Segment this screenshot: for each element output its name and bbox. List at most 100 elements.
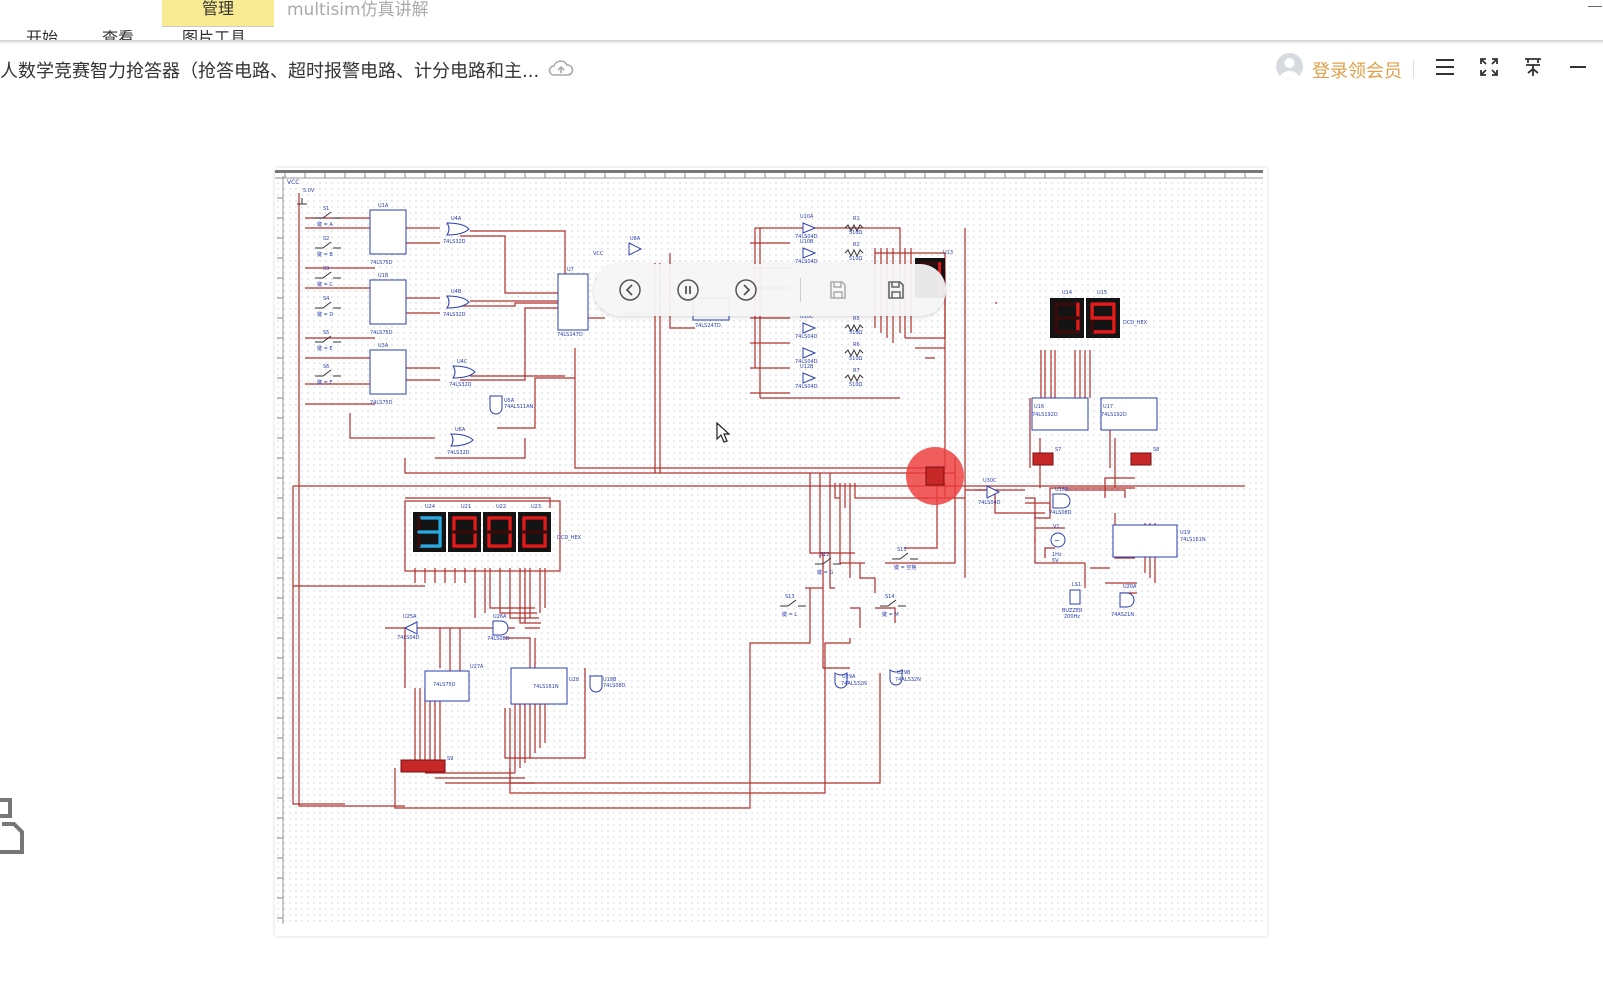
previous-icon[interactable] xyxy=(618,278,642,302)
or-gate-label-u4c: U4C xyxy=(457,359,468,365)
switch-label-s2: S2 xyxy=(323,236,329,242)
u19-part: 74LS161N xyxy=(1180,537,1206,543)
u29a-part: 74ALS32N xyxy=(841,681,867,687)
resistor-label-r1: R1 xyxy=(853,216,860,222)
u19-label: U19 xyxy=(1180,530,1190,536)
switch-key-s12: 键 = G xyxy=(817,569,833,576)
switch-label-s15: S15 xyxy=(897,547,907,553)
viewer-titlebar xyxy=(0,44,1603,92)
minimize-icon[interactable] xyxy=(1566,55,1590,79)
u29b-label: U29B xyxy=(897,670,911,676)
u18a-part: 74LS08D xyxy=(1049,510,1072,516)
or-gate-label-u6a: U6A xyxy=(455,427,466,433)
save-as-icon[interactable] xyxy=(884,278,908,302)
ribbon-shadow xyxy=(0,40,1603,44)
nand-gate-u5a: U5A 74ALS11AN xyxy=(489,395,534,415)
buzzer-freq: 200Hz xyxy=(1064,614,1080,620)
u27a-part: 74LS75D xyxy=(433,682,456,688)
lower-logic: U25A 74LS04D U26A 74LS08D U27A 74LS75D U… xyxy=(397,614,921,773)
u22-label: U22 xyxy=(496,504,506,510)
display-u14-u15: U14 U15 DCD_HEX xyxy=(1050,290,1148,338)
s9-label: S9 xyxy=(447,756,453,762)
u21-label: U21 xyxy=(461,504,471,510)
switch-label-s12: S12 xyxy=(820,552,830,558)
u25a-part: 74LS04D xyxy=(397,635,420,641)
ribbon-tab-view[interactable]: 查看 xyxy=(102,30,135,42)
u27a-label: U27A xyxy=(470,664,484,670)
ls1-label: LS1 xyxy=(1072,582,1081,588)
buffer-label-u10c: U10C xyxy=(800,314,814,320)
or-gate-part-u4a: 74LS32D xyxy=(443,239,466,245)
switch-key-s13: 键 = L xyxy=(782,611,797,618)
decoder-part: 74LS247D xyxy=(695,323,721,329)
switch-label-s3: S3 xyxy=(323,266,329,272)
u24-label: U24 xyxy=(425,504,435,510)
resistor-label-r5: R5 xyxy=(853,316,860,322)
menu-icon[interactable] xyxy=(1433,55,1457,79)
switch-label-s1: S1 xyxy=(323,206,329,212)
u13-label: U13 xyxy=(943,250,953,256)
ribbon-tab-picture-tools[interactable]: 图片工具 xyxy=(182,30,247,42)
latch-label-u3a: U3A xyxy=(378,343,389,349)
switch-key-s2: 键 = B xyxy=(317,251,333,258)
fullscreen-icon[interactable] xyxy=(1477,55,1501,79)
pause-icon[interactable] xyxy=(676,278,700,302)
vcc-label: VCC xyxy=(287,179,299,186)
buzzer-name: BUZZER xyxy=(1062,608,1083,614)
v1-label: V1 xyxy=(1053,524,1060,530)
buffer-part-1: 74LS04D xyxy=(795,259,818,265)
u23-label: U23 xyxy=(531,504,541,510)
switch-label-s4: S4 xyxy=(323,296,329,302)
u29b-part: 74ALS32N xyxy=(895,677,921,683)
or-gate-label-u4a: U4A xyxy=(451,216,462,222)
ribbon-bar: 管理 multisim仿真讲解 开始 查看 图片工具 xyxy=(0,0,1603,42)
dip-switch-s7 xyxy=(1032,452,1054,466)
dip-switch-s9 xyxy=(400,759,446,773)
u15-label: U15 xyxy=(1097,290,1107,296)
resistor-label-r6: R6 xyxy=(853,342,860,348)
u18b-part: 74LS08D xyxy=(603,683,626,689)
s8-label: S8 xyxy=(1153,447,1159,453)
resistor-value-r6: 510Ω xyxy=(849,356,863,362)
score-display-panel: U24 U21 U22 U23 DCD_HEX xyxy=(404,500,582,572)
ribbon-tab-manage[interactable]: 管理 xyxy=(162,0,274,26)
dip-switch-highlighted xyxy=(925,466,945,486)
buffer-part-4: 74LS04D xyxy=(795,384,818,390)
next-icon[interactable] xyxy=(734,278,758,302)
u18a-label: U18A xyxy=(1055,487,1069,493)
u5a-part: 74ALS11AN xyxy=(504,404,534,410)
vcc-label-2: VCC xyxy=(593,251,604,257)
or-gate-label-u4b: U4B xyxy=(451,289,462,295)
login-member-link[interactable]: 登录领会员 xyxy=(1312,61,1402,82)
u28-label: U28 xyxy=(569,677,579,683)
timer-logic: U30C 74LS04D U18A 74LS08D ~ V1 1Hz 5V U1… xyxy=(978,478,1206,620)
document-title: 人数学竞赛智力抢答器（抢答电路、超时报警电路、计分电路和主... xyxy=(0,61,540,82)
switch-label-s6: S6 xyxy=(323,364,329,370)
or-gate-part-u4c: 74LS32D xyxy=(449,382,472,388)
svg-text:~: ~ xyxy=(1054,537,1060,545)
buffers-and-resistors: 74LS04D74LS04D74LS04D74LS04D74LS04DU10AU… xyxy=(795,214,864,390)
ribbon-tab-home[interactable]: 开始 xyxy=(26,30,59,42)
switch-label-s14: S14 xyxy=(885,594,895,600)
score-part: DCD_HEX xyxy=(557,535,582,541)
u25a-label: U25A xyxy=(403,614,417,620)
cloud-upload-icon[interactable] xyxy=(548,58,574,78)
user-icon xyxy=(1279,58,1300,80)
switch-key-s14: 键 = M xyxy=(882,611,899,618)
pin-icon[interactable] xyxy=(1521,55,1545,79)
avatar[interactable] xyxy=(1276,53,1303,80)
save-icon[interactable] xyxy=(826,278,850,302)
mouse-cursor-icon xyxy=(716,422,731,443)
latch-part-u1a: 74LS75D xyxy=(370,260,393,266)
buffer-part-3: 74LS04D xyxy=(795,359,818,365)
or-gate-part-u6a: 74LS32D xyxy=(447,450,470,456)
side-decoration xyxy=(0,798,24,854)
switch-label-s13: S13 xyxy=(785,594,795,600)
u20a-part: 74AS21N xyxy=(1111,612,1134,618)
latch-label-u1a: U1A xyxy=(378,203,389,209)
u30c-part: 74LS04D xyxy=(978,500,1001,506)
u14-u15-part: DCD_HEX xyxy=(1123,320,1148,326)
